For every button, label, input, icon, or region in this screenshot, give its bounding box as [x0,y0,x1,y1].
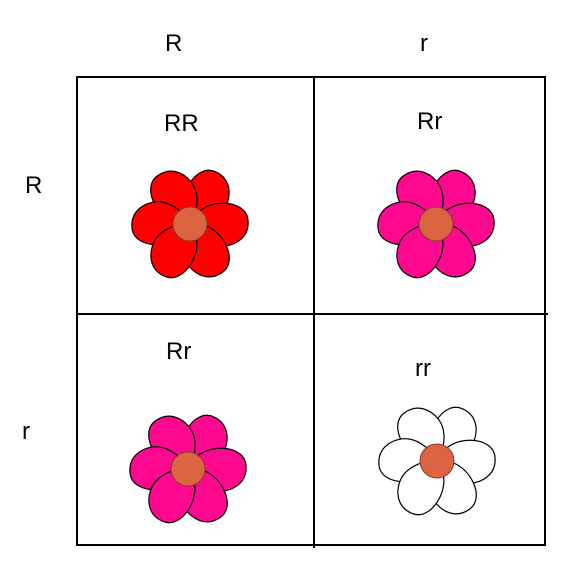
flower-center [419,443,455,479]
flower-icon [129,414,247,524]
genotype-label: rr [415,355,431,382]
column-allele-header: r [420,30,428,57]
flower-icon [377,169,495,279]
row-allele-header: R [25,172,43,199]
punnett-cell: Rr [78,313,313,548]
punnett-cell: Rr [313,78,548,313]
row-allele-header: r [22,418,30,445]
punnett-grid: RR Rr Rr rr [76,76,548,548]
flower-center [170,451,206,487]
punnett-cell: RR [78,78,313,313]
genotype-label: RR [164,110,199,137]
flower-icon [131,169,249,279]
flower-center [418,206,454,242]
punnett-cell: rr [313,313,548,548]
flower-icon [378,406,496,516]
flower-center [172,206,208,242]
column-allele-header: R [165,30,183,57]
genotype-label: Rr [417,108,443,135]
genotype-label: Rr [166,338,192,365]
